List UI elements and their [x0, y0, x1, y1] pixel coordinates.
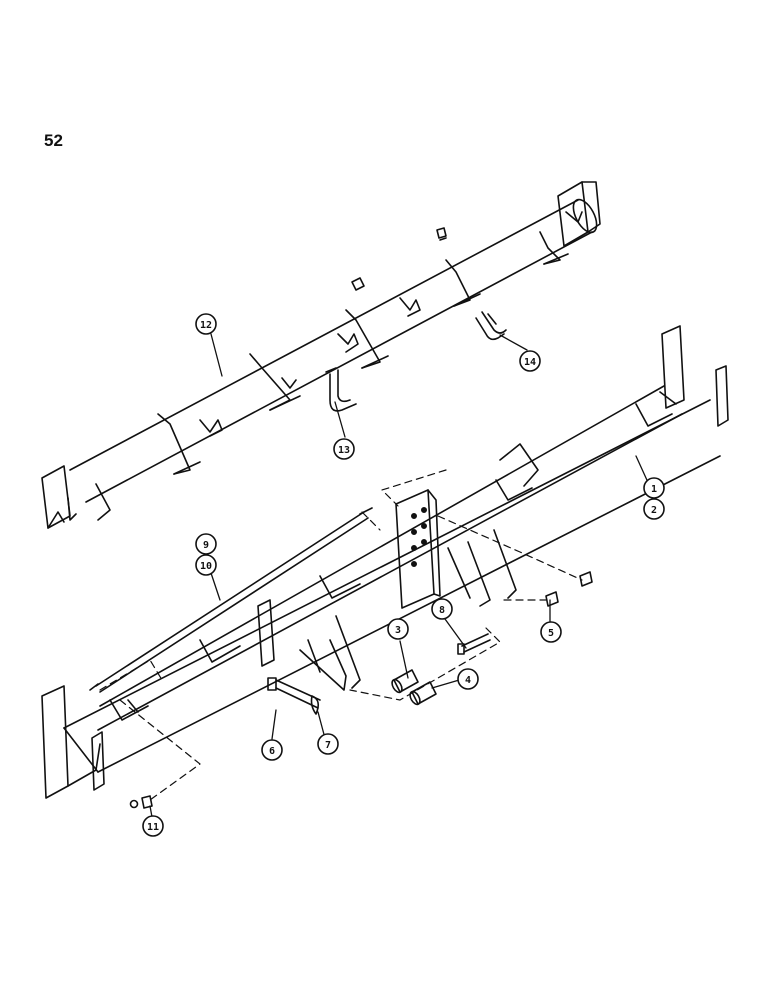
callout-14: 14: [519, 350, 541, 372]
assembly-leaders: [99, 469, 583, 801]
callout-2-label: 2: [651, 505, 657, 516]
callout-4-label: 4: [465, 675, 471, 686]
u-bolt-14: [475, 311, 507, 341]
callout-8-label: 8: [439, 605, 445, 616]
callout-1-label: 1: [651, 484, 657, 495]
u-bolt-13: [325, 367, 357, 412]
callout-7: 7: [317, 733, 339, 755]
callout-5-label: 5: [548, 628, 554, 639]
callout-9-label: 9: [203, 540, 209, 551]
callout-12-label: 12: [200, 320, 212, 331]
callout-7-label: 7: [325, 740, 331, 751]
callout-2: 2: [643, 498, 665, 520]
upper-tool-bar: [41, 181, 601, 529]
tie-rod: [89, 507, 373, 693]
callout-1: 1: [643, 477, 665, 499]
callout-11: 11: [142, 815, 164, 837]
callout-6: 6: [261, 739, 283, 761]
callout-3: 3: [387, 618, 409, 640]
callout-13-label: 13: [338, 445, 350, 456]
callout-12: 12: [195, 313, 217, 335]
callout-10-label: 10: [200, 561, 212, 572]
page-number: 52: [44, 131, 63, 150]
main-frame: [41, 325, 729, 799]
callout-6-label: 6: [269, 746, 275, 757]
callout-8: 8: [431, 598, 453, 620]
callout-11-label: 11: [147, 822, 159, 833]
callout-4: 4: [457, 668, 479, 690]
callout-5: 5: [540, 621, 562, 643]
callouts: 12 13 14 1 2 9: [142, 313, 665, 837]
hardware: [129, 571, 593, 809]
callout-10: 10: [195, 554, 217, 576]
callout-9: 9: [195, 533, 217, 555]
callout-3-label: 3: [395, 625, 401, 636]
callout-14-label: 14: [524, 357, 536, 368]
callout-13: 13: [333, 438, 355, 460]
